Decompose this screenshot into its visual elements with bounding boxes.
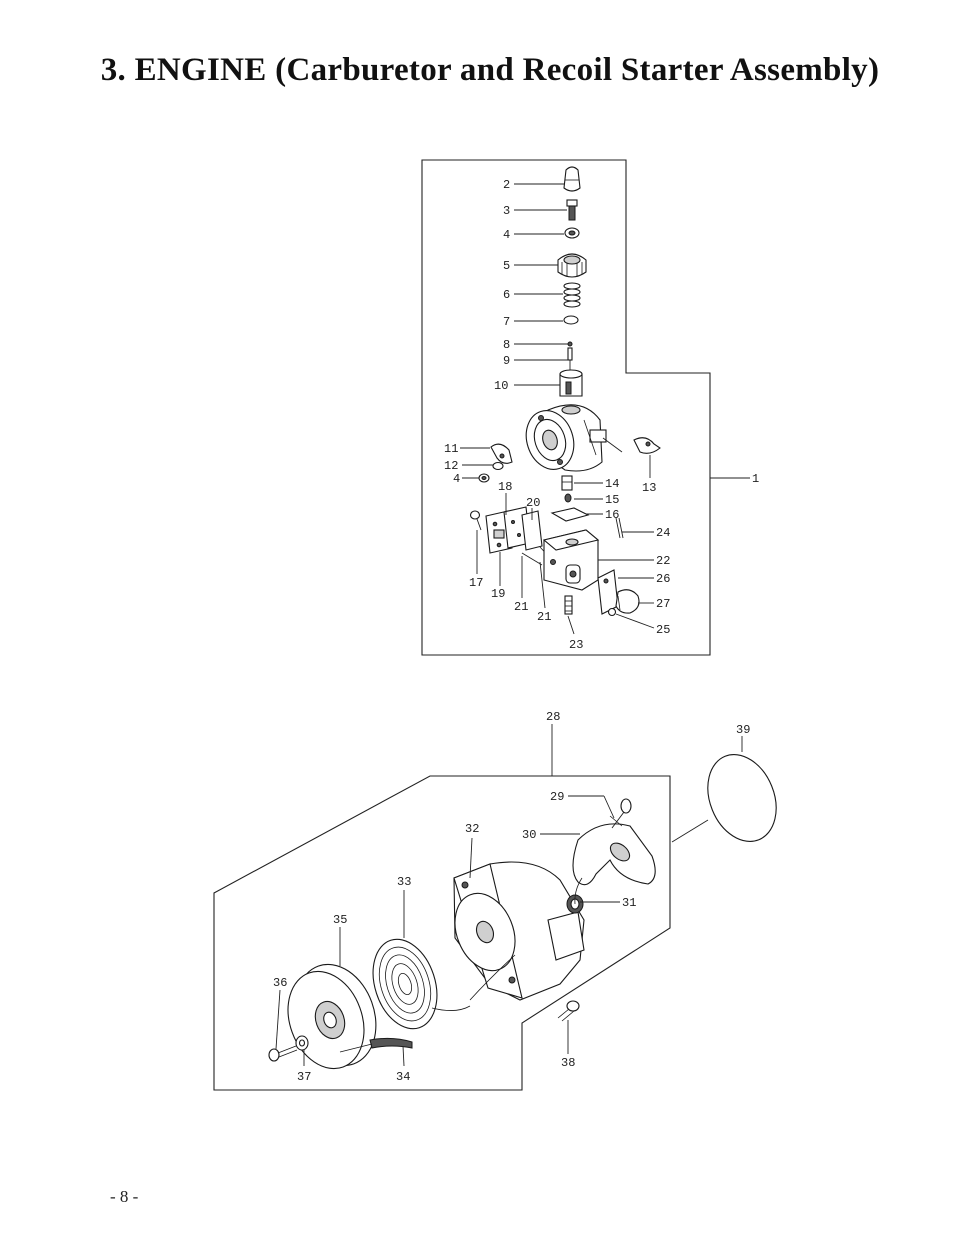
part-27-primer-bulb xyxy=(615,589,640,614)
part-26-plate xyxy=(597,569,619,615)
part-37-washer xyxy=(295,1035,309,1051)
callout-27: 27 xyxy=(656,597,670,611)
part-32-starter-housing xyxy=(453,861,585,1001)
part-5-cover-nut xyxy=(557,253,587,278)
callout-21-a: 21 xyxy=(514,600,528,614)
callout-38: 38 xyxy=(561,1056,575,1070)
part-30-handle xyxy=(572,823,656,905)
callout-16: 16 xyxy=(605,508,619,522)
callout-29: 29 xyxy=(550,790,564,804)
callout-15: 15 xyxy=(605,493,619,507)
callout-2: 2 xyxy=(503,178,510,192)
part-25-screw xyxy=(607,607,617,617)
part-22-pump-body xyxy=(542,529,600,591)
starter-leader-lines xyxy=(275,724,620,1067)
recoil-starter-assembly-group: 28 39 29 32 30 33 31 35 36 38 37 34 xyxy=(213,710,777,1091)
callout-19: 19 xyxy=(491,587,505,601)
part-33-recoil-spring xyxy=(372,938,471,1030)
part-4-nut xyxy=(564,227,580,239)
callout-4-lower: 4 xyxy=(453,472,460,486)
callout-23: 23 xyxy=(569,638,583,652)
part-15-o-ring xyxy=(564,493,572,503)
callout-3: 3 xyxy=(503,204,510,218)
starter-group-frame xyxy=(213,775,671,1091)
callout-9: 9 xyxy=(503,354,510,368)
callout-39: 39 xyxy=(736,723,750,737)
callout-8: 8 xyxy=(503,338,510,352)
part-12-washer xyxy=(492,461,504,471)
part-3-screw xyxy=(566,199,578,221)
carburetor-leader-lines xyxy=(460,183,750,635)
page-title: 3. ENGINE (Carburetor and Recoil Starter… xyxy=(100,52,880,88)
part-14-main-jet xyxy=(561,475,573,491)
callout-26: 26 xyxy=(656,572,670,586)
part-38-bolt xyxy=(557,1000,580,1022)
callout-30: 30 xyxy=(522,828,536,842)
callout-11: 11 xyxy=(444,442,458,456)
part-20-gasket xyxy=(521,510,543,551)
part-35-starter-reel xyxy=(287,963,377,1070)
part-8-9-needle xyxy=(567,341,573,372)
part-16-gasket xyxy=(550,507,590,522)
part-7-clip xyxy=(563,315,579,325)
part-13-lever xyxy=(602,437,661,454)
part-23-screw xyxy=(564,595,573,615)
part-11-plate xyxy=(490,443,513,464)
callout-5: 5 xyxy=(503,259,510,273)
part-6-spring xyxy=(563,282,581,308)
callout-25: 25 xyxy=(656,623,670,637)
part-34-rope xyxy=(339,1037,413,1053)
callout-13: 13 xyxy=(642,481,656,495)
carburetor-group-frame xyxy=(421,159,711,656)
callout-24: 24 xyxy=(656,526,670,540)
callout-10: 10 xyxy=(494,379,508,393)
callout-35: 35 xyxy=(333,913,347,927)
callout-12: 12 xyxy=(444,459,458,473)
part-2-cap xyxy=(563,166,581,192)
carburetor-body xyxy=(525,404,607,472)
callout-1: 1 xyxy=(752,472,759,486)
callout-4: 4 xyxy=(503,228,510,242)
callout-14: 14 xyxy=(605,477,619,491)
callout-31: 31 xyxy=(622,896,636,910)
callout-34: 34 xyxy=(396,1070,410,1084)
page-number: - 8 - xyxy=(110,1187,139,1206)
callout-20: 20 xyxy=(526,496,540,510)
callout-21-b: 21 xyxy=(537,610,551,624)
part-24-pin xyxy=(615,517,624,539)
carburetor-assembly-group: 2 3 4 5 6 7 8 9 10 11 12 4 13 1 14 15 16… xyxy=(421,159,759,656)
part-36-bolt xyxy=(268,1045,298,1062)
callout-7: 7 xyxy=(503,315,510,329)
callout-32: 32 xyxy=(465,822,479,836)
callout-22: 22 xyxy=(656,554,670,568)
callout-6: 6 xyxy=(503,288,510,302)
callout-17: 17 xyxy=(469,576,483,590)
part-10-throttle-valve xyxy=(559,369,583,397)
part-29-link xyxy=(609,798,632,829)
part-39-decal xyxy=(671,736,777,843)
part-17-screw xyxy=(469,510,482,531)
callout-28: 28 xyxy=(546,710,560,724)
callout-36: 36 xyxy=(273,976,287,990)
callout-37: 37 xyxy=(297,1070,311,1084)
callout-33: 33 xyxy=(397,875,411,889)
part-4-small-nut xyxy=(478,473,490,483)
callout-18: 18 xyxy=(498,480,512,494)
